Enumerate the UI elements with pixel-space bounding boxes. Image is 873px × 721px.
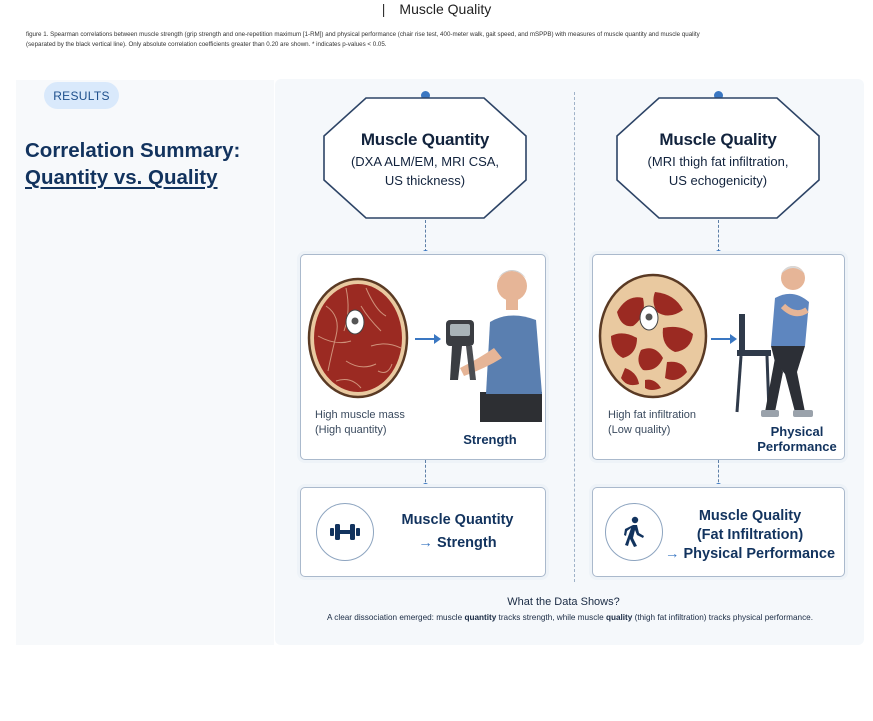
page-title: | Muscle Quality (0, 1, 873, 17)
arrow-right-icon: → (664, 546, 684, 562)
summary-title-line2: Quantity vs. Quality (25, 166, 218, 189)
vertical-divider (574, 92, 575, 582)
summary-title: Correlation Summary: Quantity vs. Qualit… (25, 137, 270, 191)
footer-text-quantity: quantity (464, 613, 497, 622)
quality-octagon-text: Muscle Quality (MRI thigh fat infiltrati… (613, 130, 823, 190)
quantity-label: High muscle mass (High quantity) (315, 408, 405, 438)
quantity-label-line1: High muscle mass (315, 409, 405, 421)
muscle-cross-section-lean (307, 277, 409, 399)
page-title-text: Muscle Quality (399, 1, 492, 17)
quantity-label-line2: (High quantity) (315, 424, 387, 436)
top-dot-quality (714, 91, 723, 100)
muscle-cross-section-fat (598, 273, 708, 399)
connector-quality-1 (718, 220, 719, 252)
quality-octagon (616, 97, 820, 219)
quantity-sub-line1: (DXA ALM/EM, MRI CSA, (350, 154, 500, 169)
quality-label-line1: High fat infiltration (608, 409, 697, 421)
footer-text-post: (thigh fat infiltration) tracks physical… (632, 613, 813, 622)
walking-person-icon (605, 503, 663, 561)
physical-performance-outcome-label: Physical Performance (752, 424, 842, 454)
quality-label: High fat infiltration (Low quality) (608, 408, 696, 438)
summary-title-line1: Correlation Summary: (25, 139, 241, 162)
connector-quality-2 (718, 460, 719, 487)
footer-title: What the Data Shows? (507, 596, 620, 608)
arrow-right-icon (415, 334, 441, 344)
outcome-line2: Performance (757, 439, 837, 454)
quantity-summary-line1: Muscle Quantity (401, 512, 514, 528)
summary-dot-quality (715, 483, 722, 490)
strength-outcome-label: Strength (463, 432, 517, 447)
footer-text: A clear dissociation emerged: muscle qua… (276, 613, 864, 622)
arrow-right-icon: → (418, 535, 437, 551)
footer-text-quality: quality (605, 613, 633, 622)
footer-text-mid: tracks strength, while muscle (496, 613, 606, 622)
outcome-line1: Physical (770, 424, 824, 439)
footer-text-pre: A clear dissociation emerged: muscle (327, 613, 465, 622)
quantity-sub-line2: US thickness) (384, 173, 466, 188)
quantity-title: Muscle Quantity (360, 130, 490, 149)
quality-title: Muscle Quality (659, 130, 777, 149)
quality-sub-line2: US echogenicity) (668, 173, 768, 188)
connector-quantity-2 (425, 460, 426, 487)
card-dot-quantity (422, 250, 429, 257)
left-panel (16, 80, 274, 645)
dumbbell-icon (316, 503, 374, 561)
quality-label-line2: (Low quality) (608, 424, 671, 436)
results-badge: RESULTS (44, 82, 119, 109)
quality-summary-line2: (Fat Infiltration) (696, 527, 804, 543)
connector-quantity-1 (425, 220, 426, 252)
quantity-octagon (323, 97, 527, 219)
summary-dot-quantity (422, 483, 429, 490)
quantity-summary-line2: Strength (436, 535, 497, 551)
quantity-octagon-text: Muscle Quantity (DXA ALM/EM, MRI CSA, US… (320, 130, 530, 190)
chair-rise-person-icon (735, 266, 813, 417)
arrow-right-icon (711, 334, 737, 344)
quality-summary-line3: Physical Performance (683, 546, 836, 562)
top-dot-quantity (421, 91, 430, 100)
quantity-summary-text: Muscle Quantity → Strength (385, 511, 530, 553)
card-dot-quality (715, 250, 722, 257)
quality-sub-line1: (MRI thigh fat infiltration, (647, 154, 789, 169)
quality-summary-text: Muscle Quality (Fat Infiltration) → Phys… (660, 507, 840, 564)
title-separator: | (381, 1, 386, 17)
figure-caption: figure 1. Spearman correlations between … (26, 31, 700, 48)
grip-strength-person-icon (446, 270, 542, 422)
quality-summary-line1: Muscle Quality (698, 508, 802, 524)
